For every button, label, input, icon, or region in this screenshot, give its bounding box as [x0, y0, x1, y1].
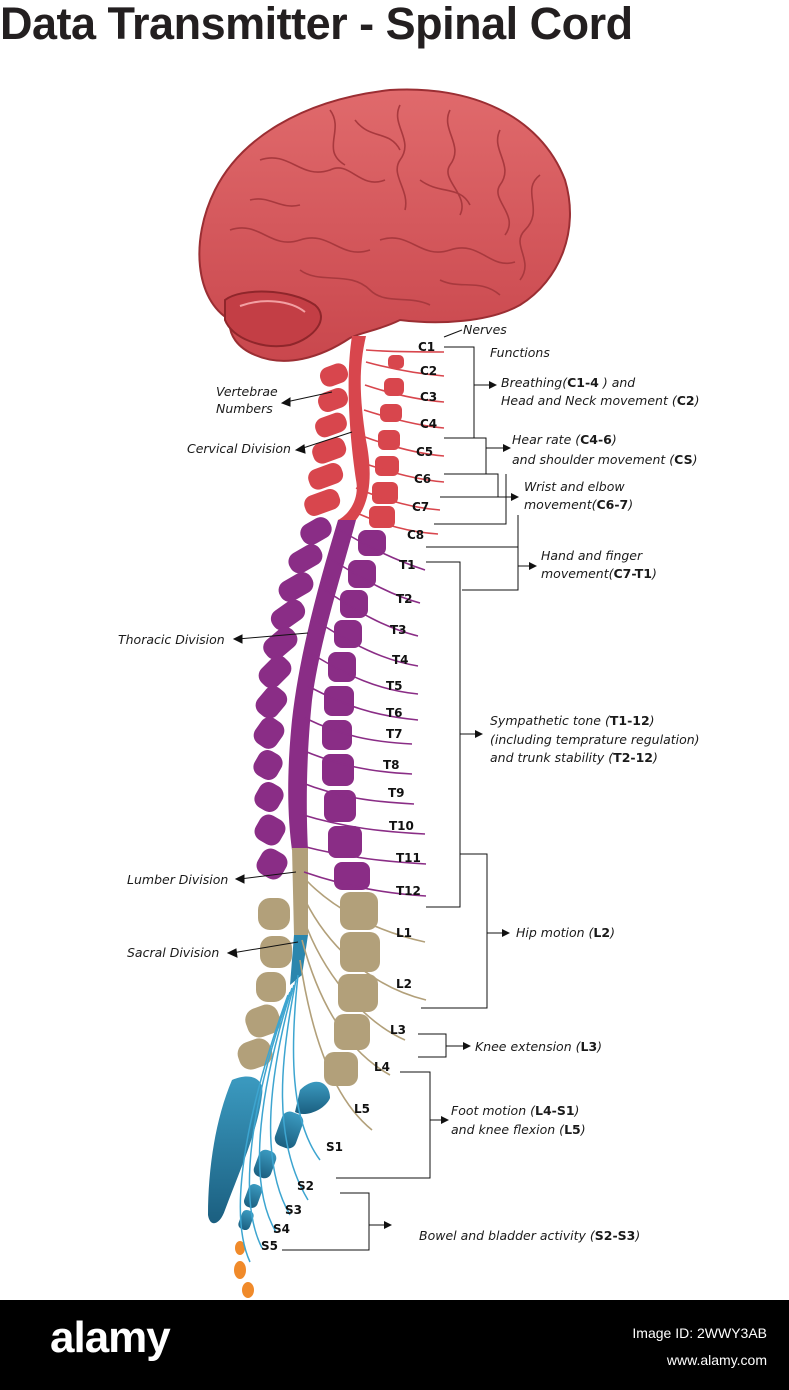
function-sympathetic-line3: and trunk stability (T2-12) — [490, 750, 658, 765]
nerve-roots — [238, 349, 445, 1263]
seg-t1: T1 — [399, 558, 416, 572]
label-thoracic-division: Thoracic Division — [118, 632, 225, 647]
function-hand-line1: Hand and finger — [541, 548, 643, 563]
seg-c1: C1 — [418, 340, 435, 354]
seg-t2: T2 — [396, 592, 413, 606]
function-breathing-line2: Head and Neck movement (C2) — [501, 393, 700, 408]
label-sacral-division: Sacral Division — [127, 945, 219, 960]
seg-t7: T7 — [386, 727, 403, 741]
seg-s4: S4 — [273, 1222, 290, 1236]
cervical-vertebrae — [304, 363, 349, 516]
seg-l1: L1 — [396, 926, 412, 940]
seg-s2: S2 — [297, 1179, 314, 1193]
brain-gyri — [229, 104, 541, 306]
label-functions: Functions — [490, 345, 550, 360]
function-arrowheads — [384, 381, 537, 1229]
seg-s3: S3 — [285, 1203, 302, 1217]
label-vertebrae-numbers-2: Numbers — [216, 401, 273, 416]
spinal-cord-diagram: C1 C2 C3 C4 C5 C6 C7 C8 T1 T2 T3 T4 T5 T… — [118, 88, 700, 1298]
seg-s1: S1 — [326, 1140, 343, 1154]
thoracic-nerves — [299, 529, 427, 897]
alamy-logo: alamy — [50, 1313, 171, 1362]
seg-t5: T5 — [386, 679, 403, 693]
seg-c3: C3 — [420, 390, 437, 404]
seg-t11: T11 — [396, 851, 421, 865]
seg-t10: T10 — [389, 819, 414, 833]
function-hip: Hip motion (L2) — [516, 925, 615, 940]
seg-t9: T9 — [388, 786, 405, 800]
seg-c5: C5 — [416, 445, 433, 459]
vertebrae-column — [208, 363, 349, 1298]
label-vertebrae-numbers-1: Vertebrae — [216, 384, 278, 399]
thoracic-vertebrae — [253, 517, 332, 880]
watermark-footer: alamy Image ID: 2WWY3AB www.alamy.com — [0, 1300, 789, 1390]
sacral-vertebrae — [208, 1076, 263, 1224]
seg-t4: T4 — [392, 653, 409, 667]
function-bowel: Bowel and bladder activity (S2-S3) — [419, 1228, 640, 1243]
label-cervical-division: Cervical Division — [187, 441, 291, 456]
left-callouts — [226, 329, 463, 958]
function-foot-line1: Foot motion (L4-S1) — [451, 1103, 579, 1118]
seg-t12: T12 — [396, 884, 421, 898]
function-wrist-line1: Wrist and elbow — [524, 479, 625, 494]
seg-c6: C6 — [414, 472, 431, 486]
seg-c8: C8 — [407, 528, 424, 542]
coccyx — [234, 1241, 254, 1298]
label-lumber-division: Lumber Division — [127, 872, 228, 887]
seg-c7: C7 — [412, 500, 429, 514]
function-breathing-line1: Breathing(C1-4 ) and — [501, 375, 635, 390]
label-nerves: Nerves — [463, 322, 507, 337]
seg-l3: L3 — [390, 1023, 406, 1037]
site-url: www.alamy.com — [666, 1352, 767, 1368]
seg-l5: L5 — [354, 1102, 370, 1116]
seg-c4: C4 — [420, 417, 437, 431]
function-sympathetic-line2: (including temprature regulation) — [490, 732, 700, 747]
seg-t6: T6 — [386, 706, 403, 720]
function-hear-line2: and shoulder movement (CS) — [512, 452, 697, 467]
cervical-nerves — [349, 349, 445, 535]
lumbar-bodies — [324, 892, 380, 1086]
function-hand-line2: movement(C7-T1) — [541, 566, 657, 581]
seg-s5: S5 — [261, 1239, 278, 1253]
lumbar-vertebrae — [237, 898, 292, 1070]
function-wrist-line2: movement(C6-7) — [524, 497, 633, 512]
seg-c2: C2 — [420, 364, 437, 378]
function-sympathetic-line1: Sympathetic tone (T1-12) — [490, 713, 655, 728]
function-brackets — [282, 346, 532, 1251]
seg-l2: L2 — [396, 977, 412, 991]
segment-labels: C1 C2 C3 C4 C5 C6 C7 C8 T1 T2 T3 T4 T5 T… — [261, 340, 437, 1253]
function-foot-line2: and knee flexion (L5) — [451, 1122, 586, 1137]
seg-t8: T8 — [383, 758, 400, 772]
sacral-nerves — [239, 974, 321, 1263]
lumbar-nerves — [299, 879, 427, 1131]
function-knee: Knee extension (L3) — [475, 1039, 602, 1054]
spinal-cord — [288, 336, 370, 985]
image-id: Image ID: 2WWY3AB — [632, 1325, 767, 1341]
seg-t3: T3 — [390, 623, 407, 637]
seg-l4: L4 — [374, 1060, 390, 1074]
thoracic-bodies — [322, 530, 386, 890]
brain — [198, 88, 571, 362]
page-title: Data Transmitter - Spinal Cord — [0, 0, 633, 49]
function-hear-line1: Hear rate (C4-6) — [512, 432, 617, 447]
